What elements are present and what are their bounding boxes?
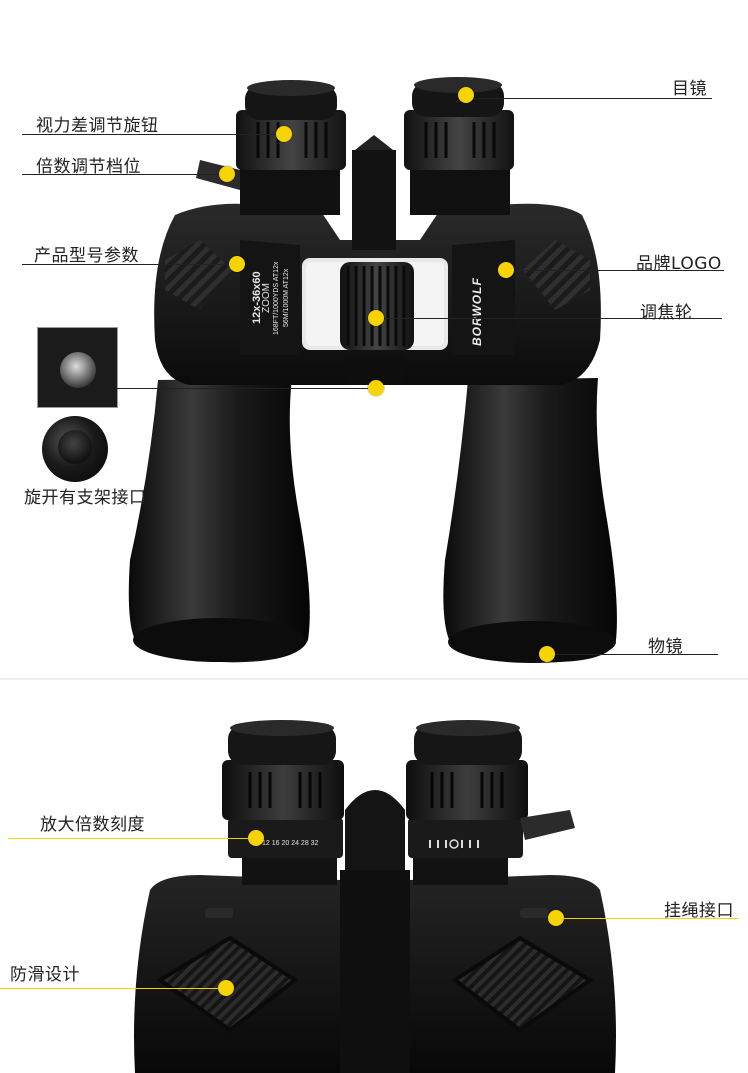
- top-product-panel: 12x-36x60 ZOOM 168FT/1000YDS AT12x 56M/1…: [22, 77, 724, 663]
- leader-model-params: [22, 264, 236, 265]
- dot-strap-mount: [548, 910, 564, 926]
- spec-print-1: 168FT/1000YDS AT12x: [273, 261, 280, 335]
- leader-brand-logo: [506, 270, 724, 271]
- dot-model-params: [229, 256, 245, 272]
- label-tripod-mount: 旋开有支架接口: [24, 488, 147, 508]
- label-focus-wheel: 调焦轮: [640, 303, 693, 323]
- dot-zoom-lever: [219, 166, 235, 182]
- label-diopter-knob: 视力差调节旋钮: [36, 116, 159, 136]
- tripod-socket-housing: [345, 355, 403, 385]
- binocular-front-illustration: [128, 77, 617, 663]
- right-objective-rim: [448, 621, 616, 663]
- panel-divider: [0, 678, 748, 680]
- center-bridge: [340, 870, 410, 1073]
- label-zoom-lever: 倍数调节档位: [36, 157, 141, 177]
- center-hinge-post: [352, 150, 396, 250]
- leader-diopter-knob: [22, 134, 284, 135]
- dot-objective: [539, 646, 555, 662]
- left-spec-plate: [240, 240, 300, 355]
- dot-anti-slip: [218, 980, 234, 996]
- right-focus-ring: [404, 110, 514, 170]
- leader-eyepiece: [466, 98, 712, 99]
- dot-brand-logo: [498, 262, 514, 278]
- dot-focus-wheel: [368, 310, 384, 326]
- leader-strap-mount: [556, 918, 738, 919]
- brand-print: BORWOLF: [470, 277, 484, 346]
- dot-eyepiece: [458, 87, 474, 103]
- zoom-scale-numbers: 12 16 20 24 28 32: [262, 840, 319, 847]
- binocular-top-illustration: [134, 720, 616, 1073]
- label-brand-logo: 品牌LOGO: [636, 254, 722, 274]
- bottom-product-panel: 12 16 20 24 28 32 放大倍数刻度 挂绳接口 防滑设计: [0, 680, 748, 1073]
- zoom-lever-top: [520, 810, 575, 840]
- label-model-params: 产品型号参数: [34, 246, 139, 266]
- leader-tripod-mount: [116, 388, 374, 389]
- right-zoom-ring: [408, 818, 523, 858]
- right-grip-texture: [523, 240, 590, 310]
- left-strap-lug: [205, 908, 233, 918]
- leader-zoom-lever: [22, 174, 226, 175]
- right-eyecup-top: [414, 725, 522, 765]
- label-eyepiece: 目镜: [672, 79, 707, 99]
- spec-print-2: 56M/1000M AT12x: [283, 268, 290, 328]
- dot-tripod-mount: [368, 380, 384, 396]
- label-objective: 物镜: [648, 637, 683, 657]
- leader-focus-wheel: [376, 318, 722, 319]
- right-anti-slip-pad: [451, 935, 594, 1033]
- left-eyecup-top: [228, 725, 336, 765]
- dot-diopter-knob: [276, 126, 292, 142]
- label-strap-mount: 挂绳接口: [664, 901, 734, 921]
- left-objective-rim: [133, 618, 305, 662]
- left-diopter-ring: [236, 110, 346, 170]
- tripod-mount-inset-photo: [37, 327, 118, 408]
- leader-zoom-scale: [8, 838, 256, 839]
- left-zoom-ring: [228, 818, 343, 858]
- model-print-block: 12x-36x60 ZOOM 168FT/1000YDS AT12x 56M/1…: [251, 248, 292, 348]
- label-anti-slip: 防滑设计: [10, 965, 80, 985]
- leader-objective: [548, 654, 718, 655]
- center-hinge: [345, 790, 405, 870]
- right-objective-barrel: [443, 378, 617, 663]
- right-strap-lug: [520, 908, 548, 918]
- left-grip-texture: [165, 240, 232, 310]
- left-eyepiece-ring: [222, 760, 344, 820]
- dot-zoom-scale: [248, 830, 264, 846]
- leader-anti-slip: [0, 988, 226, 989]
- right-eyepiece-ring: [406, 760, 528, 820]
- zoom-print: ZOOM: [261, 283, 272, 313]
- left-objective-barrel: [128, 378, 310, 663]
- label-zoom-scale: 放大倍数刻度: [40, 815, 145, 835]
- tripod-cap-photo: [42, 416, 108, 482]
